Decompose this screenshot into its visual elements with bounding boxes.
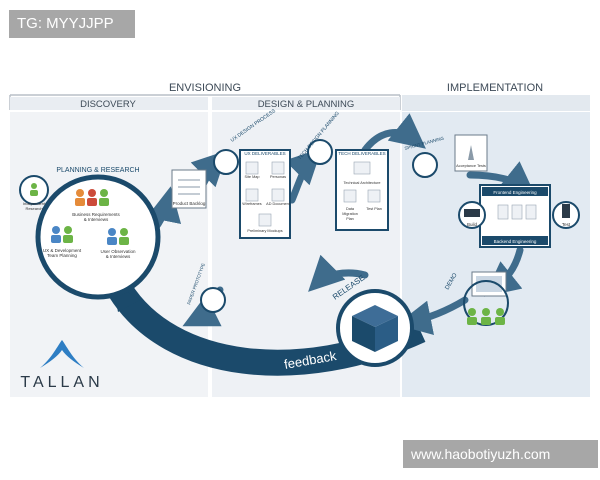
ux-deliverables-label: UX DELIVERABLES bbox=[244, 151, 285, 156]
phase-headers: ENVISIONING DISCOVERY DESIGN & PLANNING … bbox=[9, 82, 590, 111]
planning-circle bbox=[35, 174, 161, 300]
tallan-logo: TALLAN bbox=[20, 340, 103, 391]
ux-dev-line1: UX & Development bbox=[43, 248, 82, 253]
ad-document-label: AD Document bbox=[266, 202, 291, 206]
wireframes-label: Wireframes bbox=[242, 202, 262, 206]
sprint-planning-circle bbox=[412, 152, 438, 178]
frontend-label: Frontend Engineering bbox=[493, 190, 537, 195]
product-backlog-label: Product Backlog bbox=[173, 201, 206, 206]
test-plan-label: Test Plan bbox=[366, 207, 382, 211]
monitor-icon bbox=[471, 271, 507, 297]
user-observation-line1: User Observation bbox=[100, 249, 136, 254]
migration-plan-line2: Migration bbox=[342, 212, 358, 216]
paper-prototype-circle bbox=[200, 287, 226, 313]
user-observation-line2: & Interviews bbox=[106, 254, 131, 259]
ux-dev-line2: Team Planning bbox=[47, 253, 77, 258]
tech-architecture-label: Technical Architecture bbox=[344, 181, 381, 185]
backend-label: Backend Engineering bbox=[494, 239, 537, 244]
people-icon bbox=[467, 308, 505, 325]
independent-research-line1: Independent bbox=[23, 201, 46, 206]
watermark-top-left: TG: MYYJJPP bbox=[9, 10, 135, 38]
document-icon bbox=[171, 169, 207, 209]
personas-label: Personas bbox=[270, 175, 286, 179]
logo-text: TALLAN bbox=[20, 374, 103, 391]
test-label: Test bbox=[562, 222, 571, 227]
phase-implementation: IMPLEMENTATION bbox=[447, 82, 543, 94]
migration-plan-line3: Plan bbox=[346, 217, 354, 221]
business-req-line1: Business Requirements bbox=[72, 212, 120, 217]
watermark-bottom-right: www.haobotiyuzh.com bbox=[403, 440, 598, 468]
people-icon bbox=[30, 183, 129, 245]
site-map-label: Site Map bbox=[245, 175, 260, 179]
independent-research-line2: Research bbox=[25, 206, 42, 211]
tech-deliverables-label: TECH DELIVERABLES bbox=[338, 151, 385, 156]
planning-title: PLANNING & RESEARCH bbox=[56, 167, 139, 174]
migration-plan-line1: Data bbox=[346, 207, 355, 211]
server-icon bbox=[562, 204, 570, 218]
phase-discovery: DISCOVERY bbox=[80, 99, 136, 110]
acceptance-tests-label: Acceptance Tests bbox=[456, 164, 486, 168]
build-label: Build bbox=[467, 222, 478, 227]
phase-design-planning: DESIGN & PLANNING bbox=[258, 99, 355, 110]
cube-icon bbox=[352, 305, 398, 352]
business-req-line2: & Interviews bbox=[84, 217, 109, 222]
phase-envisioning: ENVISIONING bbox=[169, 82, 241, 94]
prototype-label: Preliminary Mockups bbox=[247, 229, 282, 233]
tech-process-circle bbox=[307, 139, 333, 165]
engineering-cycle: Frontend Engineering Backend Engineering bbox=[479, 184, 551, 248]
gear-icon bbox=[464, 209, 480, 217]
ux-process-circle bbox=[213, 149, 239, 175]
